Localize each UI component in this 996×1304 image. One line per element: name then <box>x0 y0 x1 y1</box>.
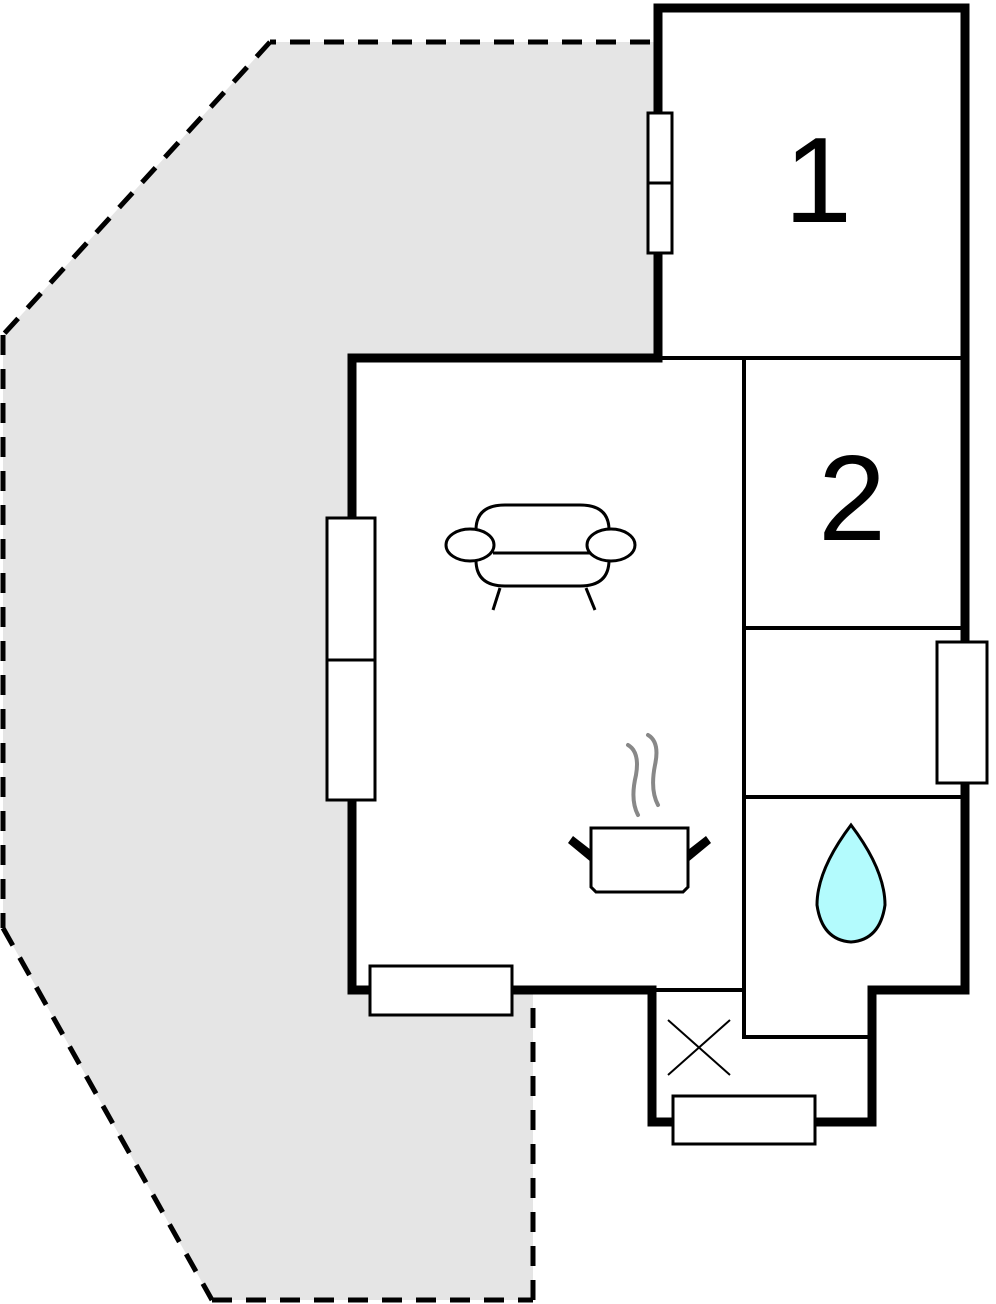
windows <box>325 111 989 1146</box>
room-number-1: 1 <box>784 112 852 248</box>
water-drop-icon <box>815 822 887 944</box>
cross-mark-icon <box>667 1019 731 1076</box>
room-number-2: 2 <box>818 430 886 566</box>
window-east <box>935 640 989 785</box>
sofa-icon <box>444 503 637 611</box>
cooking-pot-icon <box>568 733 711 894</box>
window-living-west <box>325 516 377 802</box>
window-living-south <box>368 964 514 1017</box>
building-floor <box>352 8 965 1122</box>
window-bedroom-1 <box>646 111 674 255</box>
window-entrance <box>671 1094 817 1146</box>
interior-walls <box>655 356 962 1039</box>
terrace-dashed-outline <box>0 39 650 1303</box>
